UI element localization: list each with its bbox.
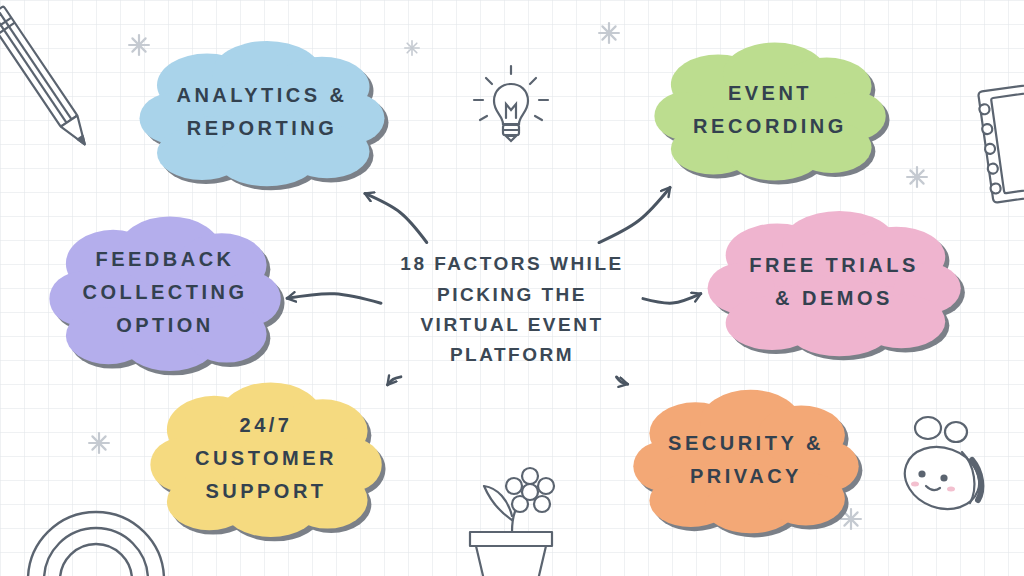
factor-cloud: EVENT RECORDING xyxy=(652,35,888,185)
cloud-body xyxy=(654,43,885,181)
factor-cloud: ANALYTICS & REPORTING xyxy=(137,33,387,191)
cloud-label: SECURITY & PRIVACY xyxy=(668,427,824,493)
arrow-connector xyxy=(643,294,701,304)
cloud-shape xyxy=(705,203,963,361)
sparkles xyxy=(89,23,927,529)
cloud-body xyxy=(633,390,858,534)
arrow-connector xyxy=(387,377,400,385)
arrow-connector xyxy=(599,187,670,242)
pencil-doodle xyxy=(0,6,93,150)
notebook-doodle xyxy=(977,81,1024,203)
cloud-body xyxy=(150,382,381,537)
cloud-label: ANALYTICS & REPORTING xyxy=(172,79,352,145)
cloud-shape xyxy=(652,35,888,185)
cloud-label: EVENT RECORDING xyxy=(685,77,855,143)
hub-text: 18 FACTORS WHILE PICKING THE VIRTUAL EVE… xyxy=(387,246,637,374)
lightbulb-doodle xyxy=(474,66,548,141)
cloud-label: FEEDBACK COLLECTING OPTION xyxy=(80,243,250,342)
factor-cloud: SECURITY & PRIVACY xyxy=(631,382,861,538)
bee-doodle xyxy=(896,417,988,519)
factor-cloud: FEEDBACK COLLECTING OPTION xyxy=(47,208,283,376)
cloud-body xyxy=(707,211,960,356)
cloud-shape xyxy=(631,382,861,538)
cloud-label: 24/7 CUSTOMER SUPPORT xyxy=(181,409,351,508)
cloud-shape xyxy=(137,33,387,191)
hub-title: 18 FACTORS WHILE PICKING THE VIRTUAL EVE… xyxy=(390,249,634,371)
cloud-body xyxy=(49,216,280,371)
arrow-connector xyxy=(287,294,381,304)
cloud-label: FREE TRIALS & DEMOS xyxy=(741,249,927,315)
arrow-connector xyxy=(617,377,628,384)
factor-cloud: FREE TRIALS & DEMOS xyxy=(705,203,963,361)
factor-cloud: 24/7 CUSTOMER SUPPORT xyxy=(148,374,384,542)
rainbow-doodle xyxy=(28,512,164,576)
flowerpot-doodle xyxy=(470,468,554,576)
cloud-body xyxy=(140,41,385,186)
arrow-connector xyxy=(365,193,427,242)
